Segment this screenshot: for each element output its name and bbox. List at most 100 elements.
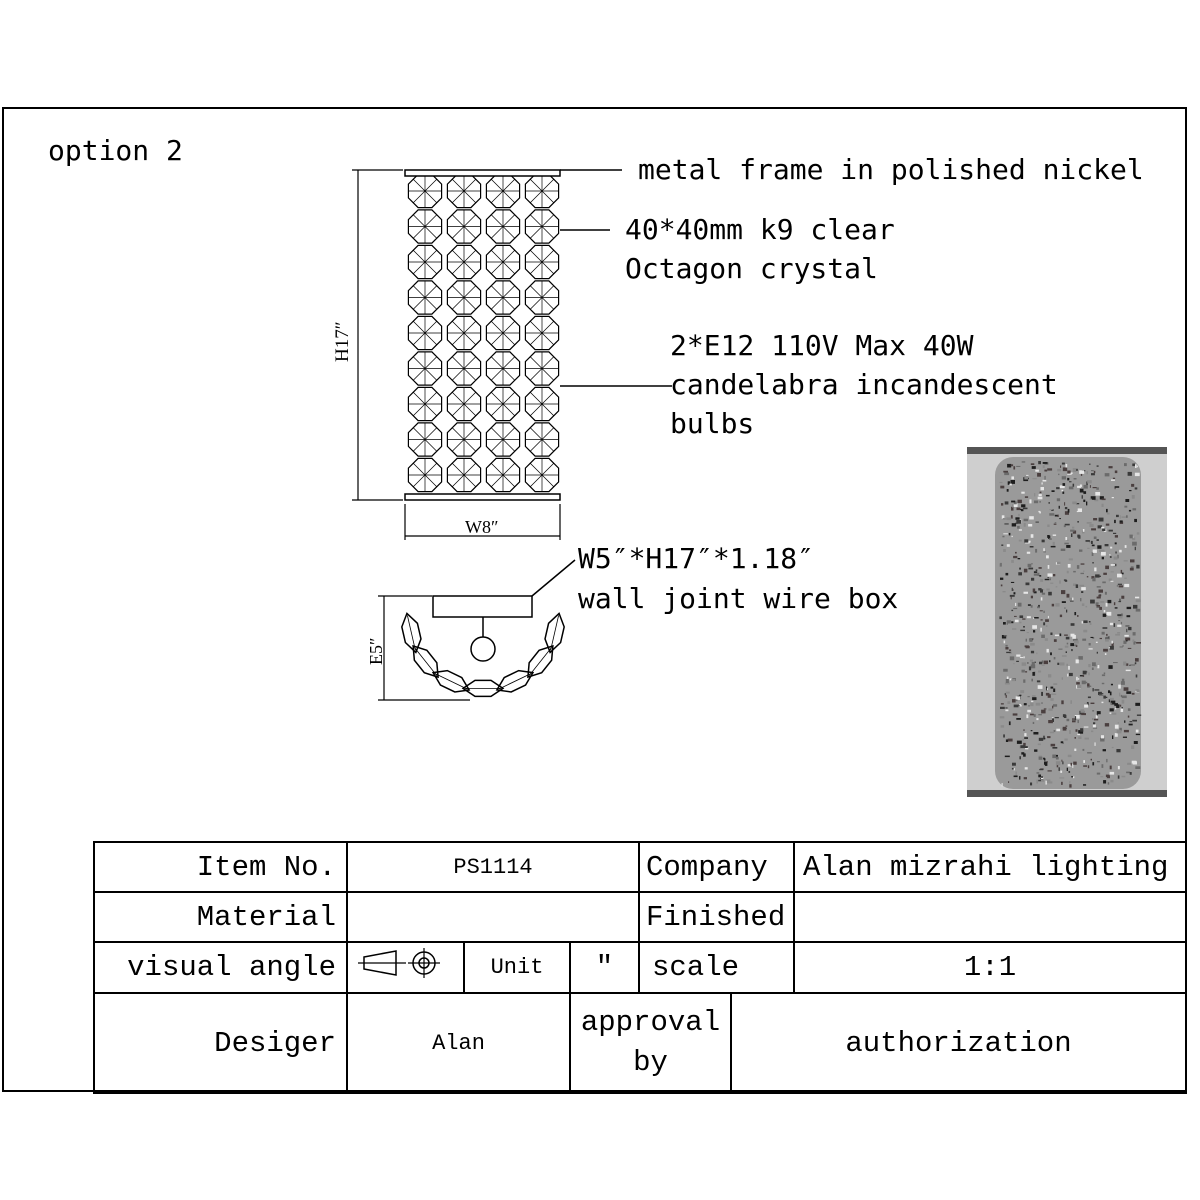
photo-texture-speck — [1021, 491, 1025, 494]
photo-texture-speck — [1038, 670, 1042, 673]
photo-texture-speck — [1021, 662, 1027, 666]
photo-texture-speck — [1120, 569, 1123, 574]
photo-texture-speck — [1067, 764, 1072, 767]
photo-texture-speck — [1044, 638, 1048, 641]
photo-texture-speck — [1096, 711, 1101, 715]
crystal-facet-line — [491, 427, 515, 452]
photo-texture-speck — [1089, 498, 1092, 500]
photo-texture-speck — [1125, 625, 1130, 627]
photo-texture-speck — [1066, 663, 1068, 667]
photo-texture-speck — [1020, 745, 1026, 749]
photo-texture-speck — [1010, 464, 1014, 467]
photo-texture-speck — [1114, 607, 1118, 609]
photo-texture-speck — [1077, 684, 1082, 689]
photo-texture-speck — [1004, 693, 1006, 696]
photo-texture-speck — [1011, 621, 1014, 624]
photo-texture-speck — [1105, 523, 1110, 526]
photo-texture-speck — [1045, 625, 1048, 627]
photo-texture-speck — [1106, 512, 1110, 515]
photo-texture-speck — [1091, 576, 1095, 579]
crystal-side-facet — [406, 615, 416, 651]
photo-texture-speck — [1047, 615, 1049, 619]
photo-texture-speck — [1063, 525, 1066, 528]
photo-texture-speck — [1076, 676, 1078, 681]
photo-texture-speck — [1080, 572, 1084, 575]
photo-texture-speck — [1131, 745, 1135, 749]
photo-texture-speck — [1124, 583, 1130, 588]
photo-texture-speck — [1062, 483, 1066, 486]
photo-texture-speck — [1000, 706, 1005, 709]
photo-texture-speck — [1092, 662, 1096, 667]
photo-texture-speck — [1015, 517, 1020, 520]
photo-texture-speck — [1032, 695, 1036, 698]
photo-texture-speck — [1003, 470, 1008, 473]
photo-texture-speck — [1087, 547, 1090, 549]
photo-texture-speck — [1019, 756, 1021, 760]
crystal-facet-line — [452, 179, 476, 203]
photo-texture-speck — [1029, 659, 1033, 662]
photo-texture-speck — [1020, 690, 1025, 694]
photo-texture-speck — [1119, 520, 1123, 523]
wall-joint-wire-box — [432, 595, 533, 618]
photo-texture-speck — [1110, 683, 1113, 686]
height-dimension-line — [352, 169, 403, 501]
photo-texture-speck — [1064, 580, 1068, 582]
photo-texture-speck — [1028, 524, 1033, 527]
octagon-crystal — [485, 457, 521, 493]
photo-texture-speck — [1029, 638, 1033, 642]
photo-texture-speck — [1135, 464, 1137, 468]
photo-texture-speck — [1082, 529, 1085, 532]
photo-texture-speck — [1079, 584, 1085, 587]
crystal-facet-line — [530, 463, 554, 487]
photo-texture-speck — [1064, 607, 1066, 609]
material-label: Material — [93, 891, 348, 943]
photo-texture-speck — [1024, 733, 1027, 737]
crystal-facet-line — [491, 179, 515, 203]
photo-texture-speck — [1052, 541, 1055, 546]
photo-texture-speck — [1114, 487, 1116, 490]
photo-texture-speck — [1114, 724, 1119, 729]
photo-texture-speck — [1064, 511, 1069, 515]
photo-texture-speck — [1002, 591, 1006, 593]
photo-texture-speck — [1104, 544, 1109, 547]
photo-texture-speck — [1083, 499, 1086, 502]
photo-texture-speck — [1059, 518, 1061, 520]
photo-texture-speck — [1136, 564, 1140, 569]
photo-texture-speck — [1021, 461, 1026, 463]
photo-texture-speck — [1135, 733, 1141, 736]
octagon-crystal — [446, 280, 482, 315]
photo-texture-speck — [1092, 577, 1096, 582]
photo-texture-speck — [1072, 634, 1076, 639]
photo-texture-speck — [1090, 636, 1094, 638]
crystal-facet-line — [491, 392, 515, 416]
photo-texture-speck — [1113, 602, 1116, 606]
photo-texture-speck — [1022, 618, 1026, 620]
photo-texture-speck — [1073, 583, 1077, 586]
crystal-facet-line — [452, 250, 476, 274]
photo-texture-speck — [1135, 674, 1138, 678]
photo-texture-speck — [1127, 471, 1132, 476]
photo-texture-speck — [1121, 572, 1124, 575]
photo-texture-speck — [1067, 473, 1072, 475]
photo-texture-speck — [1060, 662, 1065, 666]
photo-texture-speck — [1053, 730, 1056, 732]
photo-texture-speck — [1087, 480, 1092, 484]
photo-texture-speck — [1067, 754, 1072, 758]
photo-texture-speck — [1033, 617, 1035, 619]
photo-texture-speck — [1095, 641, 1098, 643]
photo-texture-speck — [1006, 544, 1010, 547]
photo-texture-speck — [1114, 535, 1118, 538]
photo-texture-speck — [1077, 485, 1082, 488]
photo-texture-speck — [1086, 522, 1092, 524]
photo-texture-speck — [1027, 696, 1030, 698]
photo-texture-speck — [1021, 509, 1024, 512]
crystal-facet-line — [530, 179, 554, 203]
photo-texture-speck — [1125, 669, 1131, 672]
unit-value: ″ — [569, 941, 640, 994]
photo-texture-speck — [1037, 572, 1040, 576]
photo-texture-speck — [1035, 702, 1041, 706]
photo-texture-speck — [1039, 491, 1042, 494]
photo-texture-speck — [1134, 546, 1136, 551]
photo-texture-speck — [1053, 657, 1056, 660]
photo-texture-speck — [1114, 486, 1120, 488]
